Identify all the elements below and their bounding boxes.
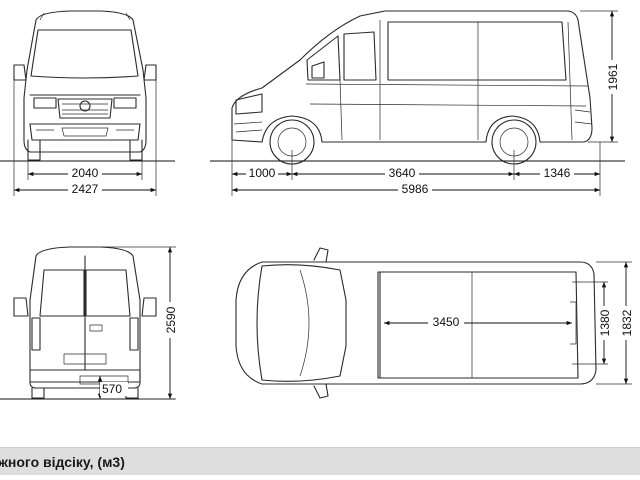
- front-view: 2040 2427: [0, 10, 175, 196]
- rear-step-height-label: 570: [102, 382, 122, 396]
- caption-bar: жного відсіку, (м3): [0, 447, 640, 475]
- cargo-length-label: 3450: [433, 315, 460, 329]
- cargo-width-label: 1832: [620, 309, 634, 336]
- cargo-height-label: 1961: [606, 63, 620, 90]
- cargo-volume-caption: жного відсіку, (м3): [0, 453, 125, 470]
- front-overhang-label: 1000: [249, 166, 276, 180]
- technical-drawing: 2040 2427 1961: [0, 10, 634, 400]
- cargo-width-between-arches-label: 1380: [598, 309, 612, 336]
- wheelbase-label: 3640: [389, 166, 416, 180]
- top-view: 3450 1380 1832: [235, 247, 634, 399]
- overall-height-label: 2590: [164, 306, 178, 333]
- front-track-width-label: 2040: [72, 166, 99, 180]
- side-view: 1961 1000 3640 1346 5986: [210, 10, 625, 196]
- overall-length-label: 5986: [402, 182, 429, 196]
- front-overall-width-label: 2427: [72, 182, 99, 196]
- rear-overhang-label: 1346: [544, 166, 571, 180]
- rear-view: 2590 570: [0, 246, 178, 400]
